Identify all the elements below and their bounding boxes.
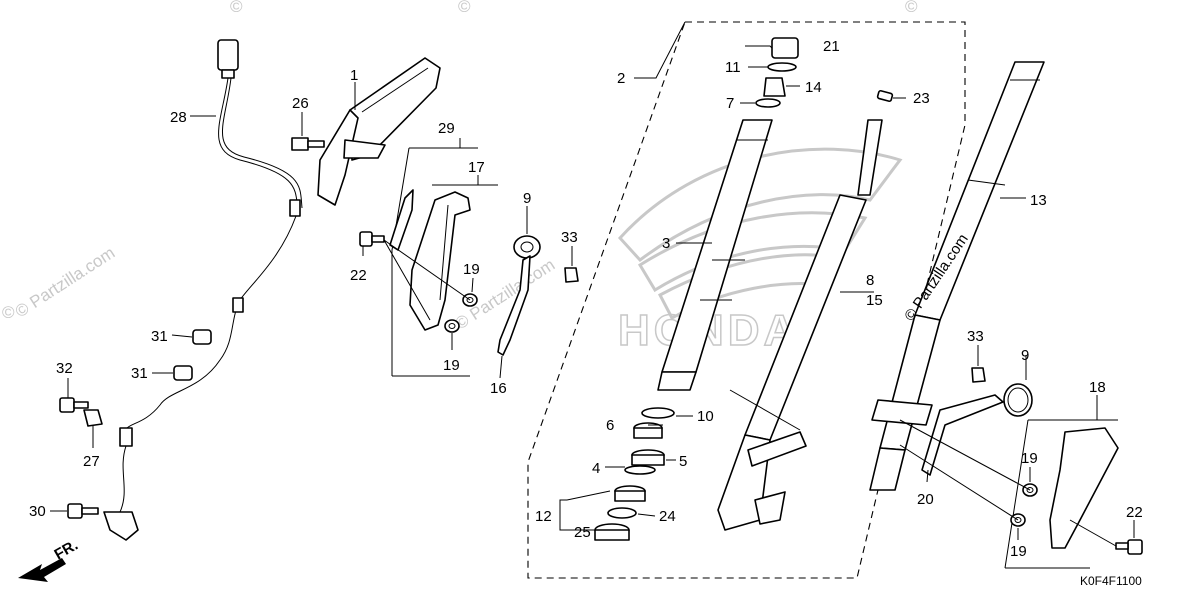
- callout-3: 3: [662, 235, 670, 252]
- group-outline-17: [391, 147, 498, 377]
- callout-6: 6: [606, 417, 614, 434]
- callout-22-left: 22: [350, 267, 367, 284]
- seat-25: [594, 523, 630, 541]
- diagram-code: K0F4F1100: [1080, 574, 1142, 588]
- collar-14: [763, 77, 786, 97]
- assembly-lines-right: [899, 419, 1117, 547]
- callout-30: 30: [29, 503, 46, 520]
- callout-19-c: 19: [1021, 450, 1038, 467]
- collar-19-b: [444, 319, 460, 333]
- fork-assembly-8: [717, 119, 883, 531]
- assembly-line-inner: [729, 389, 801, 431]
- dust-seal-10: [641, 407, 675, 419]
- callout-33-right: 33: [967, 328, 984, 345]
- group-outline-18: [1004, 419, 1118, 569]
- oil-seal-9-left: [513, 235, 541, 259]
- callout-9-right: 9: [1021, 347, 1029, 364]
- callout-21: 21: [823, 38, 840, 55]
- watermark-corner: ©: [905, 0, 918, 16]
- leader-lines: [50, 21, 1135, 540]
- bolt-22-right: [1115, 539, 1143, 555]
- nut-33-right: [971, 367, 986, 383]
- guide-bushing-12: [614, 485, 646, 502]
- brake-hose-bracket: [317, 57, 441, 206]
- front-label: FR.: [52, 537, 81, 564]
- callout-10: 10: [697, 408, 714, 425]
- slider-bushing-24: [607, 507, 637, 519]
- callout-24: 24: [659, 508, 676, 525]
- speed-sensor-harness: [103, 39, 303, 541]
- callout-29: 29: [438, 120, 455, 137]
- callout-13: 13: [1030, 192, 1047, 209]
- callout-25: 25: [574, 524, 591, 541]
- clip-31-lower: [173, 365, 193, 381]
- bolt-30: [67, 503, 99, 519]
- callout-32: 32: [56, 360, 73, 377]
- bolt-32: [59, 397, 89, 413]
- callout-1: 1: [350, 67, 358, 84]
- pin-23: [876, 89, 894, 103]
- callout-31-lower: 31: [131, 365, 148, 382]
- washer-4: [624, 465, 656, 475]
- callout-19-a: 19: [463, 261, 480, 278]
- callout-12: 12: [535, 508, 552, 525]
- callout-31-upper: 31: [151, 328, 168, 345]
- callout-22-right: 22: [1126, 504, 1143, 521]
- fork-cap-21: [771, 37, 799, 59]
- callout-19-b: 19: [443, 357, 460, 374]
- watermark-corner: ©: [2, 303, 15, 322]
- washer-7: [755, 98, 781, 108]
- bolt-26: [291, 137, 325, 151]
- oil-seal-5: [631, 449, 665, 466]
- callout-33-left: 33: [561, 229, 578, 246]
- callout-26: 26: [292, 95, 309, 112]
- protector-plate-29: [389, 189, 414, 251]
- bracket-12-lead: [559, 490, 611, 531]
- callout-2: 2: [617, 70, 625, 87]
- callout-15: 15: [866, 292, 883, 309]
- nut-33-left: [564, 267, 579, 283]
- callout-23: 23: [913, 90, 930, 107]
- honda-wing-logo: HONDA: [617, 147, 903, 356]
- callout-28: 28: [170, 109, 187, 126]
- bolt-22-left: [359, 231, 385, 247]
- callout-20: 20: [917, 491, 934, 508]
- callout-17: 17: [468, 159, 485, 176]
- fork-protector-17: [409, 191, 471, 331]
- callout-16: 16: [490, 380, 507, 397]
- watermark-corner: ©: [458, 0, 471, 16]
- outer-tube-13: [869, 61, 1045, 491]
- callout-9-left: 9: [523, 190, 531, 207]
- assembly-lines-left: [383, 239, 471, 321]
- fork-pipe-3: [657, 119, 773, 391]
- sensor-bracket-20: [921, 394, 1004, 476]
- fork-protector-18: [1049, 427, 1119, 549]
- nut-27: [83, 409, 103, 427]
- callout-27: 27: [83, 453, 100, 470]
- callout-8: 8: [866, 272, 874, 289]
- callout-11: 11: [725, 59, 741, 76]
- callout-7: 7: [726, 95, 734, 112]
- watermark-corner: ©: [230, 0, 243, 16]
- callout-14: 14: [805, 79, 822, 96]
- sensor-bracket-16: [497, 255, 531, 356]
- clip-31-upper: [192, 329, 212, 345]
- callout-18: 18: [1089, 379, 1106, 396]
- callout-5: 5: [679, 453, 687, 470]
- watermark: © Partzilla.com: [12, 243, 118, 321]
- callout-numbers: 1 2 3 4 5 6 7 8 9 9 10 11 12 13 14 15 16…: [29, 38, 1143, 560]
- callout-4: 4: [592, 460, 600, 477]
- callout-19-d: 19: [1010, 543, 1027, 560]
- group-outline-fork: [527, 21, 966, 579]
- oil-seal-9-right: [1003, 383, 1033, 417]
- front-arrow-icon: [18, 558, 66, 582]
- o-ring-11: [767, 62, 797, 72]
